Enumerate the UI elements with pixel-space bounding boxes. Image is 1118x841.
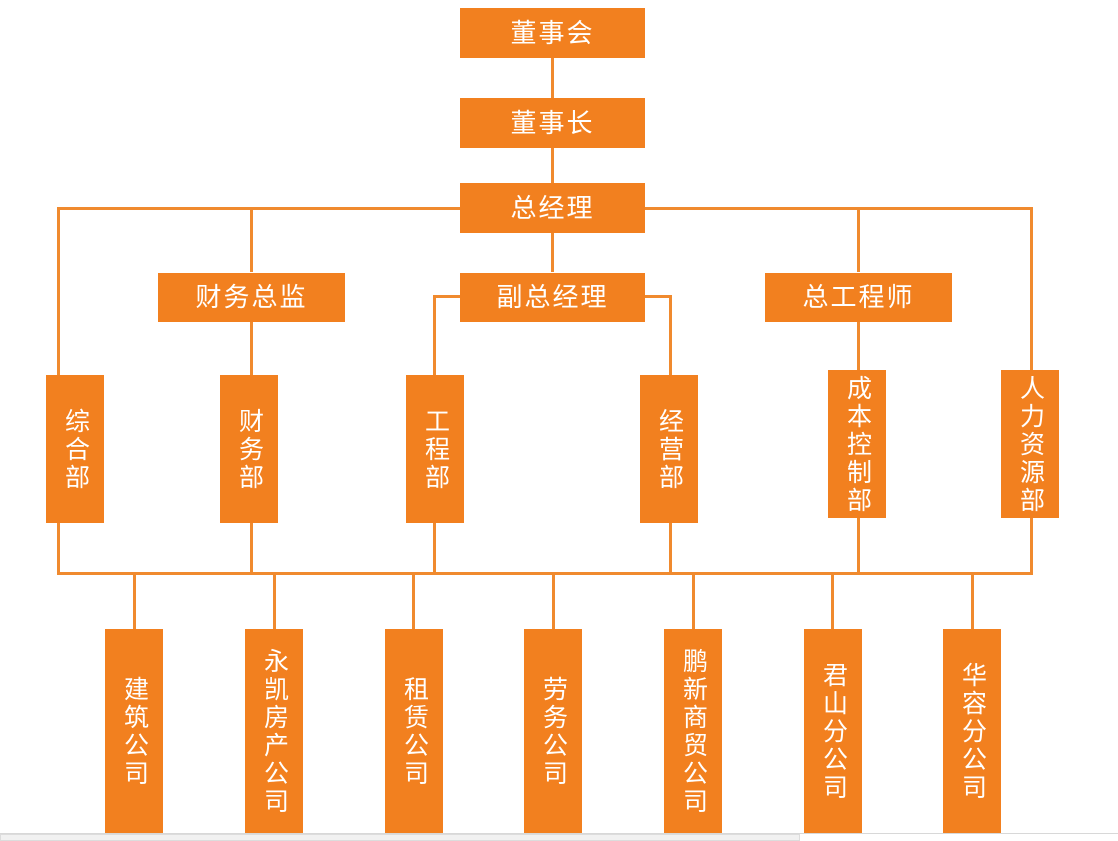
connector-gm-deputy [551,233,554,272]
node-deputy-general-manager-label: 副总经理 [496,282,609,313]
node-general-affairs[interactable]: 综合部 [46,375,104,523]
node-general-manager[interactable]: 总经理 [460,183,645,233]
node-pengxin-trading-company-label: 鹏新商贸公司 [679,648,708,816]
node-finance-dept-label: 财务部 [235,408,264,492]
connector-deputy-operations-h [642,295,672,298]
connector-bus-pengxin [692,572,695,629]
node-junshan-branch-label: 君山分公司 [819,662,848,802]
connector-chairman-gm [551,148,554,188]
connector-bus-leasing [412,572,415,629]
scrollbar-thumb[interactable] [0,834,800,841]
node-operations-dept[interactable]: 经营部 [640,375,698,523]
node-construction-company[interactable]: 建筑公司 [105,629,163,833]
connector-deputy-operations-v [669,295,672,377]
node-cost-control-dept-label: 成本控制部 [843,375,872,515]
node-engineering-dept[interactable]: 工程部 [406,375,464,523]
node-leasing-company-label: 租赁公司 [400,676,429,788]
node-chairman[interactable]: 董事长 [460,98,645,148]
node-general-manager-label: 总经理 [510,192,595,223]
node-chairman-label: 董事长 [510,107,595,138]
connector-bus-construction [133,572,136,629]
connector-bus-yongkai [273,572,276,629]
connector-finance-director-dept [250,322,253,377]
connector-board-chairman [551,58,554,98]
node-cost-control-dept[interactable]: 成本控制部 [828,370,886,518]
connector-chief-engineer-cost-control [857,322,860,372]
node-chief-engineer[interactable]: 总工程师 [765,273,952,322]
node-pengxin-trading-company[interactable]: 鹏新商贸公司 [664,629,722,833]
node-huarong-branch-label: 华容分公司 [958,662,987,802]
node-yongkai-real-estate-company[interactable]: 永凯房产公司 [245,629,303,833]
node-board[interactable]: 董事会 [460,8,645,58]
node-construction-company-label: 建筑公司 [120,676,149,788]
horizontal-scrollbar[interactable] [0,834,1118,841]
connector-finance-dept-bus [250,523,253,575]
connector-deputy-engineering-h [433,295,463,298]
connector-engineering-dept-bus [433,523,436,575]
node-finance-director[interactable]: 财务总监 [158,273,345,322]
connector-operations-dept-bus [669,523,672,575]
connector-gm-human-resources [1030,207,1033,372]
node-board-label: 董事会 [510,17,595,48]
connector-bus-huarong [971,572,974,629]
node-human-resources-dept[interactable]: 人力资源部 [1001,370,1059,518]
bottom-divider [0,833,1118,834]
node-engineering-dept-label: 工程部 [421,408,450,492]
node-chief-engineer-label: 总工程师 [802,282,915,313]
connector-cost-control-bus [857,518,860,575]
node-junshan-branch[interactable]: 君山分公司 [804,629,862,833]
node-general-affairs-label: 综合部 [61,408,90,492]
node-yongkai-real-estate-company-label: 永凯房产公司 [260,648,289,816]
connector-deputy-engineering-v [433,295,436,377]
node-deputy-general-manager[interactable]: 副总经理 [460,273,645,322]
connector-gm-chief-engineer [857,207,860,272]
node-labor-service-company[interactable]: 劳务公司 [524,629,582,833]
node-finance-director-label: 财务总监 [195,282,308,313]
bus-subsidiaries [57,572,1033,575]
node-leasing-company[interactable]: 租赁公司 [385,629,443,833]
node-labor-service-company-label: 劳务公司 [539,676,568,788]
node-human-resources-dept-label: 人力资源部 [1016,375,1045,515]
node-huarong-branch[interactable]: 华容分公司 [943,629,1001,833]
node-operations-dept-label: 经营部 [655,408,684,492]
connector-bus-junshan [831,572,834,629]
connector-human-resources-bus [1030,518,1033,575]
node-finance-dept[interactable]: 财务部 [220,375,278,523]
connector-gm-finance-director [250,207,253,272]
connector-gm-general-affairs [57,207,60,377]
connector-bus-labor [552,572,555,629]
connector-general-affairs-bus [57,523,60,575]
